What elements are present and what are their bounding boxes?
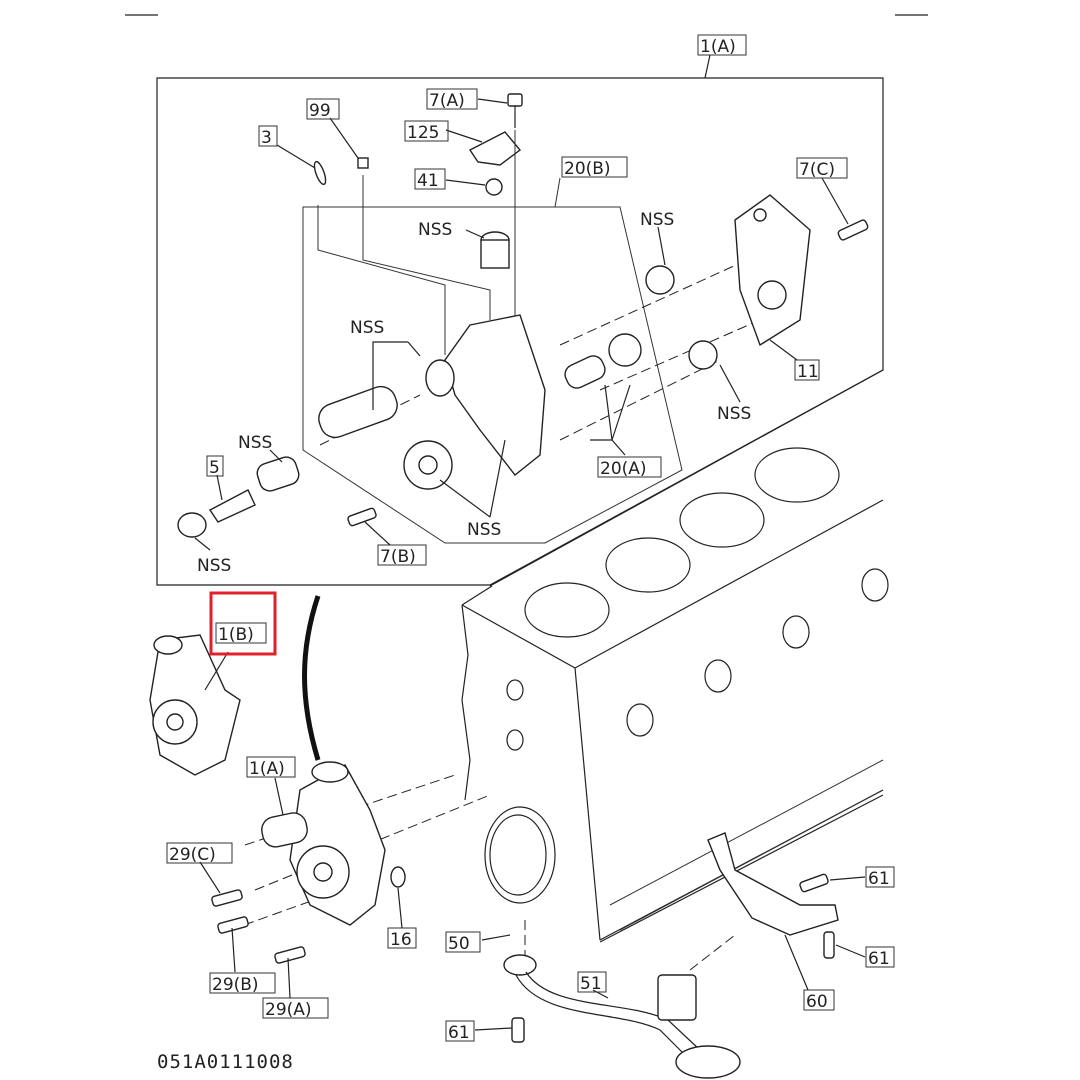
svg-text:7(C): 7(C): [799, 160, 835, 180]
plug-99: [357, 157, 369, 169]
svg-text:7(B): 7(B): [380, 547, 416, 567]
svg-text:50: 50: [448, 934, 470, 954]
callout-51: 51: [577, 971, 607, 994]
label-nss-bottom: NSS: [467, 520, 501, 540]
ball-41: [485, 178, 503, 196]
pin-3: [313, 160, 327, 186]
bolt-61-a: [799, 873, 829, 893]
label-nss-right: NSS: [717, 404, 751, 424]
callout-29a: 29(A): [262, 997, 329, 1020]
svg-text:11: 11: [797, 362, 819, 382]
svg-text:60: 60: [806, 992, 828, 1012]
bolt-29b: [217, 916, 249, 934]
callout-20b: 20(B): [561, 156, 628, 179]
bolt-29c: [211, 889, 243, 907]
callout-5: 5: [206, 455, 224, 478]
cap-nss: [177, 512, 207, 538]
svg-text:51: 51: [580, 974, 602, 994]
strainer-51: [503, 954, 741, 1079]
svg-text:61: 61: [868, 869, 890, 889]
shaft-nss: [318, 385, 398, 439]
callout-11: 11: [794, 359, 820, 382]
svg-text:29(B): 29(B): [212, 975, 259, 995]
callout-61-a: 61: [865, 866, 895, 889]
callout-29c: 29(C): [166, 842, 233, 865]
label-nss-shaft: NSS: [350, 318, 384, 338]
svg-text:99: 99: [309, 101, 331, 121]
o-ring-16: [390, 866, 406, 888]
svg-text:1(A): 1(A): [700, 37, 736, 57]
callout-7b: 7(B): [377, 544, 427, 567]
svg-text:1(B): 1(B): [218, 625, 254, 645]
gear-20a: [564, 265, 718, 389]
svg-text:1(A): 1(A): [249, 759, 285, 779]
callout-41: 41: [414, 168, 446, 191]
svg-text:41: 41: [417, 171, 439, 191]
bolt-29a: [274, 946, 306, 964]
callout-7a: 7(A): [426, 88, 478, 111]
pump-body-20b: [425, 231, 546, 476]
guide-curve: [302, 595, 321, 761]
svg-text:29(C): 29(C): [169, 845, 216, 865]
callout-1a-mid: 1(A): [246, 756, 296, 779]
label-nss-cap: NSS: [197, 556, 231, 576]
pump-1b: [149, 634, 241, 776]
plate-125: [468, 131, 522, 166]
bolt-7a: [507, 93, 523, 128]
spring-5: [208, 489, 256, 523]
callout-7c: 7(C): [796, 157, 848, 180]
callout-16: 16: [387, 927, 417, 950]
svg-text:16: 16: [390, 930, 412, 950]
svg-text:20(A): 20(A): [600, 459, 647, 479]
drawing-code: 051A0111008: [157, 1051, 294, 1073]
bolt-61-b: [823, 931, 835, 959]
bolt-61-c: [511, 1017, 525, 1043]
highlight-box: [209, 591, 277, 656]
svg-text:3: 3: [261, 128, 272, 148]
leader-lines: [194, 98, 866, 1031]
svg-text:20(B): 20(B): [564, 159, 611, 179]
svg-text:61: 61: [868, 949, 890, 969]
callout-50: 50: [445, 931, 481, 954]
valve-nss: [256, 456, 300, 492]
label-nss-valve: NSS: [238, 433, 272, 453]
callout-1a-top: 1(A): [697, 34, 747, 57]
label-nss-gear-top: NSS: [640, 210, 674, 230]
pump-1a-installed: [261, 761, 386, 926]
bracket-60: [707, 832, 839, 936]
bolt-7b: [347, 507, 377, 527]
svg-text:125: 125: [407, 123, 439, 143]
callout-60: 60: [803, 989, 835, 1012]
svg-text:7(A): 7(A): [429, 91, 465, 111]
callout-1b-highlighted: 1(B): [209, 591, 277, 656]
callout-3: 3: [258, 125, 278, 148]
callout-29b: 29(B): [209, 972, 276, 995]
label-nss-sleeve: NSS: [418, 220, 452, 240]
callout-61-c: 61: [445, 1020, 475, 1043]
svg-text:61: 61: [448, 1023, 470, 1043]
svg-text:29(A): 29(A): [265, 1000, 312, 1020]
svg-text:5: 5: [209, 458, 220, 478]
bolt-7c: [837, 219, 869, 241]
callout-61-b: 61: [865, 946, 895, 969]
callout-125: 125: [404, 120, 449, 143]
callout-99: 99: [306, 98, 340, 121]
cover-11: [734, 194, 811, 347]
engine-block: [461, 369, 889, 943]
callout-20a: 20(A): [597, 456, 662, 479]
